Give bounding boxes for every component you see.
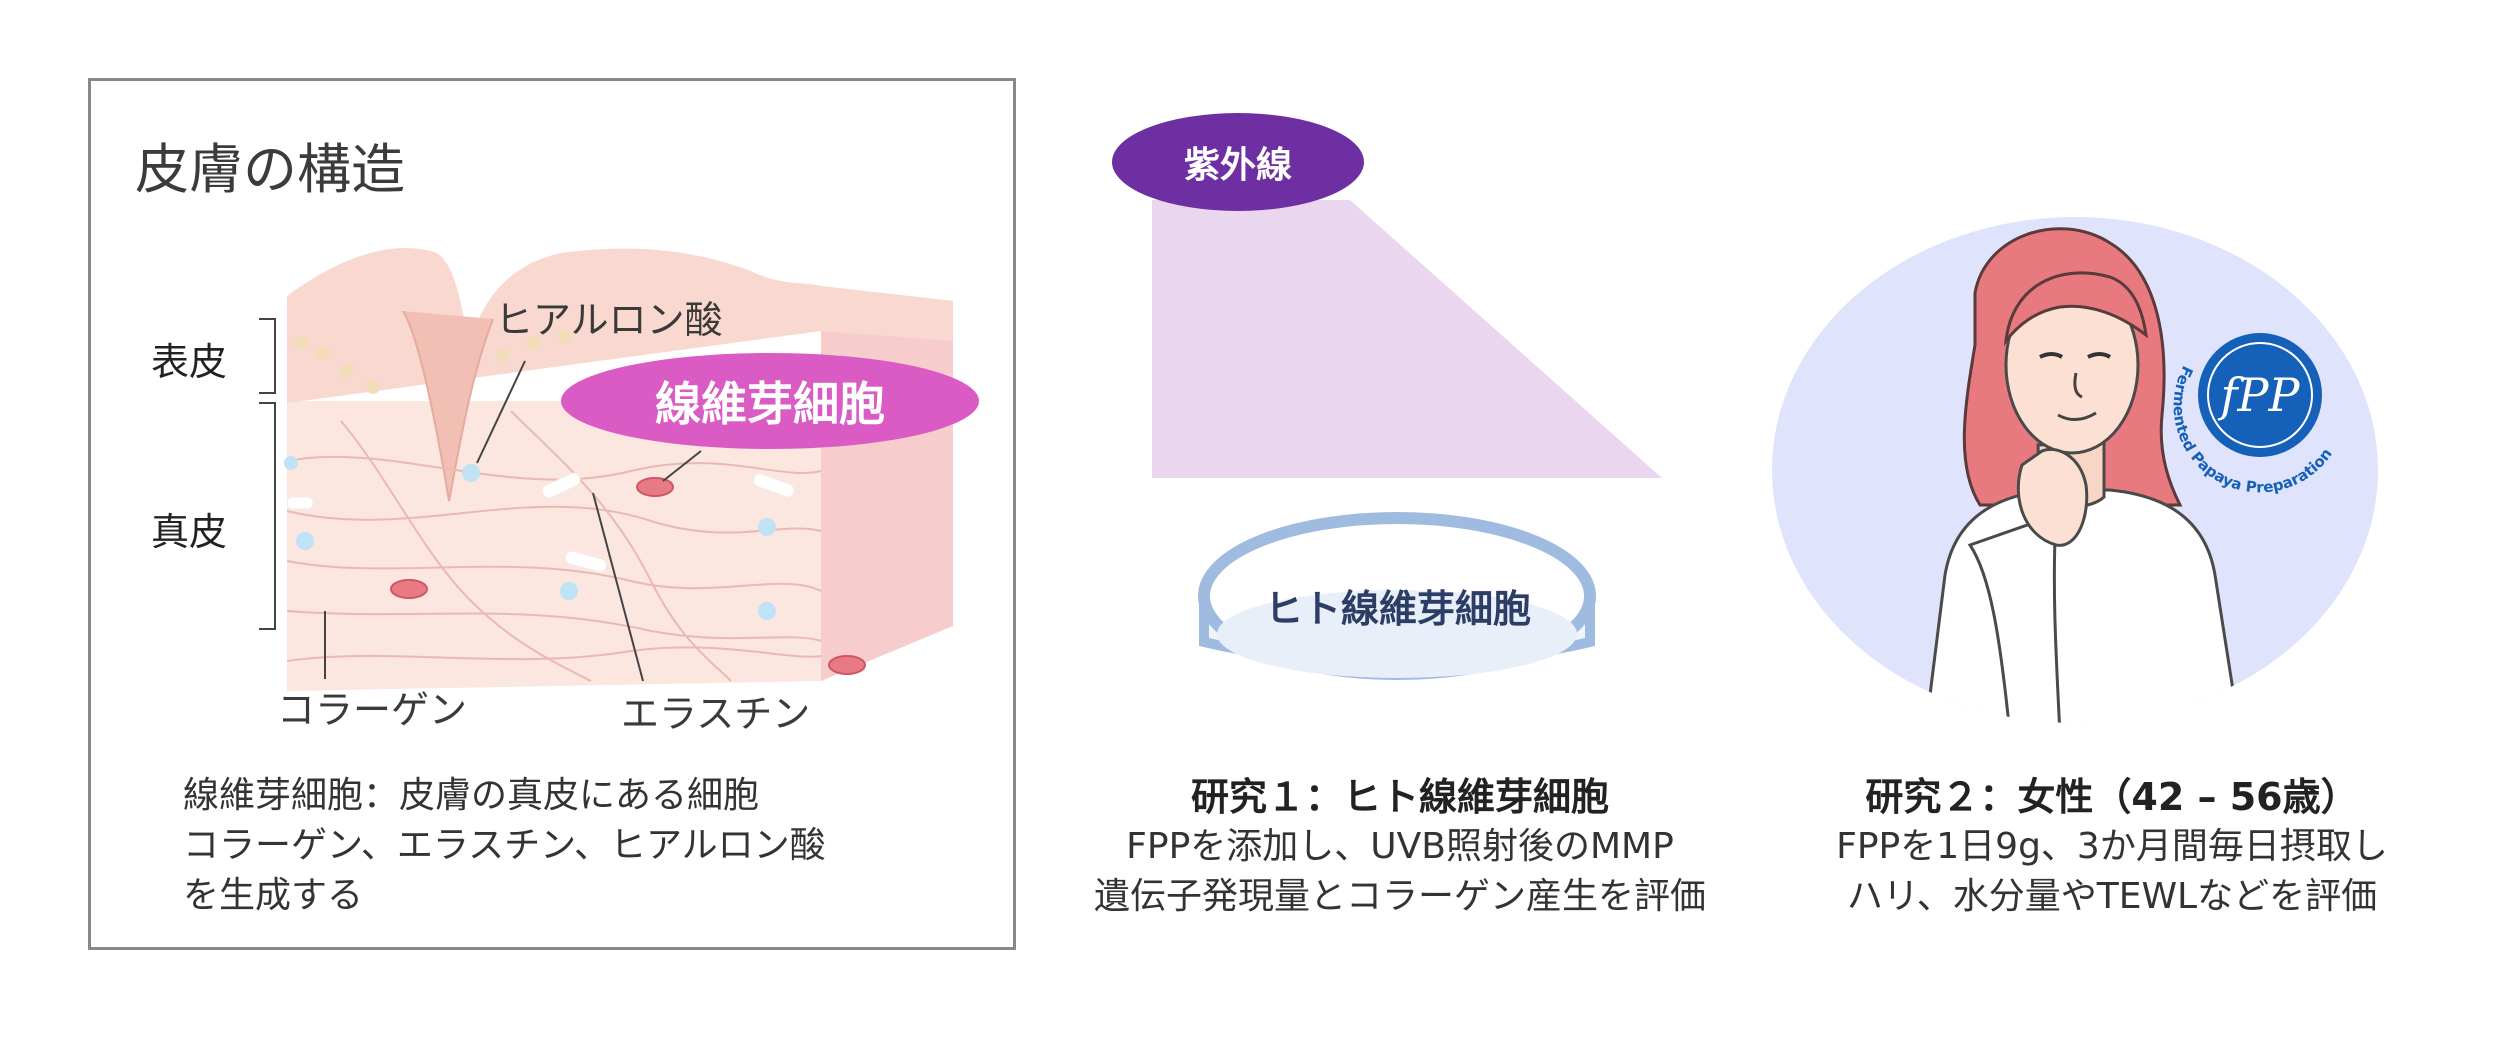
dish-label: ヒト線維芽細胞 [1264,587,1531,631]
arm [1967,512,2062,723]
study2-line: FPPを1日9g、3か月間毎日摂取し [1836,826,2388,867]
eye [2039,352,2064,359]
hyaluronic-acid-label: ヒアルロン酸 [495,298,723,342]
fpp-logo-letters: fPP [2218,368,2301,422]
callout-lines [324,360,702,682]
bangs [2003,271,2149,347]
epidermis-bracket [259,318,276,394]
woman-illustration: fPP Fermented Papaya Preparation [1772,217,2378,723]
collagen-fibers [286,410,822,682]
skin-block-side [821,286,953,681]
skin-groove [402,310,494,502]
uv-label: 紫外線 [1112,113,1364,211]
uv-dish-illustration [1152,200,1662,680]
study1-line: 遺伝子発現量とコラーゲン産生を評価 [1093,876,1706,917]
fibroblast-cells [390,477,866,675]
elastin-label: エラスチン [621,692,811,736]
eye [2087,352,2112,359]
fibroblast-callout-line [662,450,702,482]
study2-description: 研究２：女性（42 – 56歳） FPPを1日9g、3か月間毎日摂取し ハリ、水… [1722,772,2500,922]
elastin-callout-line [592,492,644,682]
hyaluronic-acid-droplets [284,456,776,620]
panel-title: 皮膚の構造 [135,138,405,201]
mouth [2057,411,2097,421]
petri-dish [1198,512,1596,680]
dermis-layer [287,401,821,691]
description-line: コラーゲン、エラスチン、ヒアルロン酸 [183,825,826,866]
nose [2073,372,2083,399]
dermis-bracket [259,402,276,630]
description-line: を生成する [183,875,364,916]
skin-structure-panel: 皮膚の構造 表皮 真皮 [88,78,1016,950]
fibroblast-label: 線維芽細胞 [561,353,979,449]
collagen-label: コラーゲン [277,688,468,732]
study2-title: 研究２：女性（42 – 56歳） [1865,775,2359,819]
study2-line: ハリ、水分量やTEWLなどを評価 [1846,876,2378,917]
skin-cross-section-illustration [259,248,953,691]
hyaluronic-acid-callout-line [476,360,526,464]
study1-title: 研究１：ヒト線維芽細胞 [1190,775,1609,819]
description-line: 線維芽細胞：皮膚の真皮にある細胞 [183,775,760,816]
epidermis-label: 表皮 [151,340,228,384]
dermis-label: 真皮 [151,510,228,554]
study1-line: FPPを添加し、UVB照射後のMMP [1126,826,1674,867]
hand [2016,447,2089,547]
uv-beam [1152,200,1662,478]
fibroblast-description: 線維芽細胞：皮膚の真皮にある細胞 コラーゲン、エラスチン、ヒアルロン酸 を生成す… [183,771,826,921]
elastin-fibers [286,472,795,573]
study1-description: 研究１：ヒト線維芽細胞 FPPを添加し、UVB照射後のMMP 遺伝子発現量とコラ… [1010,772,1790,922]
